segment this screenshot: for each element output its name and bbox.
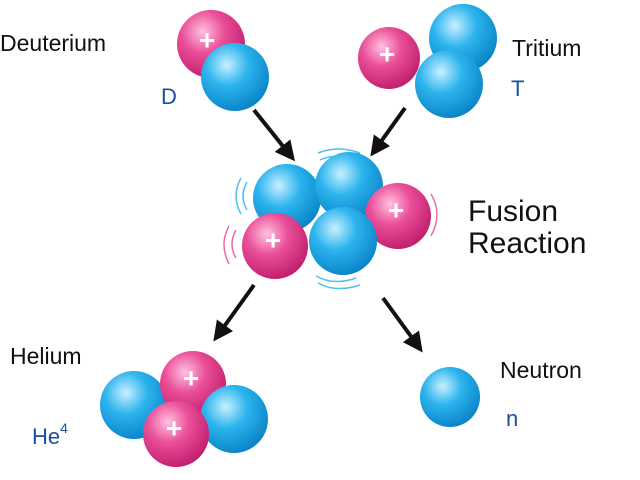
arrow-icon	[252, 108, 295, 162]
tritium-symbol: T	[511, 76, 525, 101]
neutron-sphere-icon	[200, 385, 268, 453]
proton-sphere-icon: +	[242, 213, 308, 279]
neutron-sphere-icon	[415, 50, 483, 118]
deuterium-symbol: D	[161, 84, 177, 109]
svg-text:+: +	[265, 224, 281, 255]
tritium-nucleus: +	[358, 4, 497, 118]
tritium-label: Tritium	[512, 35, 582, 61]
svg-text:+: +	[183, 362, 199, 393]
helium-symbol-text: He	[32, 424, 61, 449]
svg-text:+: +	[379, 38, 395, 69]
proton-sphere-icon: +	[358, 27, 420, 89]
deuterium-label: Deuterium	[0, 30, 107, 56]
neutron-sphere-icon	[201, 43, 269, 111]
svg-text:+: +	[388, 194, 404, 225]
proton-sphere-icon: +	[143, 401, 209, 467]
arrows	[213, 106, 423, 353]
neutron-label: Neutron	[500, 357, 582, 383]
helium-mass-number: 4	[60, 420, 68, 436]
fusion-reaction-label-line1: Fusion	[468, 195, 559, 228]
fusion-cluster: + +	[242, 152, 431, 279]
helium-nucleus: + +	[100, 351, 268, 467]
neutron-sphere-icon	[309, 207, 377, 275]
arrow-icon	[213, 283, 256, 342]
neutron-symbol: n	[506, 406, 519, 431]
helium-label: Helium	[10, 343, 82, 369]
proton-sphere-icon: +	[365, 183, 431, 249]
svg-text:+: +	[199, 24, 215, 55]
arrow-icon	[381, 296, 423, 353]
neutron-sphere-icon	[315, 152, 383, 220]
fusion-reaction-label-line2: Reaction	[468, 227, 587, 260]
arrow-icon	[370, 106, 407, 157]
svg-text:+: +	[166, 412, 182, 443]
deuterium-nucleus: +	[177, 10, 269, 111]
helium-symbol: He4	[32, 420, 68, 450]
neutron-product	[420, 367, 480, 427]
neutron-sphere-icon	[420, 367, 480, 427]
